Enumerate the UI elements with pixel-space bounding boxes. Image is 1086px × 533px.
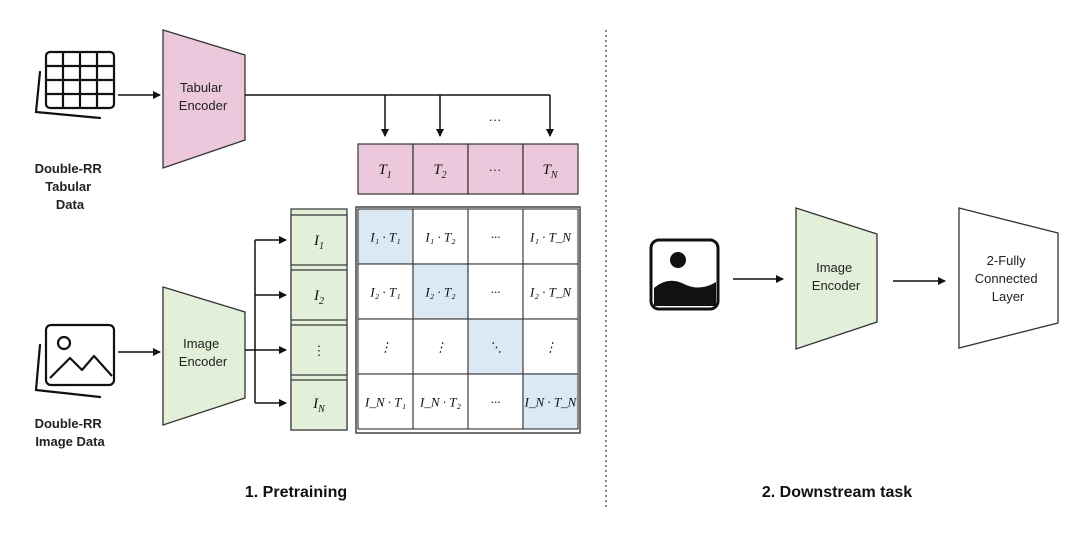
tabular-encoder-label-line: Tabular (180, 80, 223, 95)
matrix-cell-diagonal (522, 373, 579, 430)
matrix-cell-label: ··· (491, 230, 501, 245)
similarity-matrix: I₁ · T₁ I₁ · T₂ ··· I₁ · T_N I₂ · T₁ I₂ · T₂ ·… (355, 206, 581, 434)
matrix-cell-diagonal (467, 318, 524, 375)
tabular-encoder-label-line: Encoder (179, 98, 228, 113)
matrix-cell-label: I_N · T₂ (419, 395, 461, 410)
matrix-cell (412, 208, 469, 265)
image-embedding-column: I1 I2 ⋮ IN (290, 208, 348, 431)
matrix-cell-label: I_N · T₁ (364, 395, 406, 410)
text-embedding-row: T1 T2 ··· TN (357, 143, 579, 195)
image-encoder-label-line: Image (183, 336, 219, 351)
matrix-cell-label: ⋱ (489, 340, 502, 355)
matrix-cell-diagonal (357, 208, 414, 265)
image-output-bus (245, 236, 287, 407)
tabular-encoder (162, 29, 246, 169)
matrix-cell (522, 318, 579, 375)
image-data-label-line: Double-RR (35, 416, 103, 431)
top-ellipsis: ··· (489, 112, 502, 127)
text-embedding-label: ··· (489, 162, 502, 177)
matrix-cell (467, 208, 524, 265)
image-embedding-cell (290, 269, 348, 321)
tabular-encoder-label: Tabular Encoder (179, 80, 228, 113)
tabular-data-label: Double-RR Tabular Data (35, 161, 106, 212)
downstream-encoder-label-line: Image (816, 260, 852, 275)
image-embedding-label: IN (312, 396, 326, 415)
matrix-cell-label: I₁ · T_N (529, 230, 572, 245)
tabular-data-label-line: Double-RR (35, 161, 103, 176)
image-embedding-base: I (312, 396, 319, 412)
matrix-cell (467, 373, 524, 430)
text-embedding-cell (357, 143, 414, 195)
matrix-cell-label: ··· (491, 285, 501, 300)
image-embedding-label: ⋮ (313, 343, 326, 358)
image-embedding-cell (290, 379, 348, 431)
image-embedding-cell (290, 324, 348, 376)
text-embedding-base: T (433, 162, 443, 178)
image-data-label-line: Image Data (35, 434, 105, 449)
downstream-image-encoder (795, 207, 878, 350)
tabular-data-label-line: Data (56, 197, 85, 212)
image-embedding-label: I2 (313, 288, 324, 307)
text-embedding-cell (467, 143, 524, 195)
matrix-cell (522, 208, 579, 265)
image-embedding-sub: 2 (319, 296, 324, 307)
matrix-cell-label: I₂ · T_N (529, 285, 572, 300)
fc-layer-label-line: Layer (992, 289, 1025, 304)
matrix-cell-label: ⋮ (379, 340, 392, 355)
text-embedding-label: T1 (378, 162, 391, 181)
downstream-encoder-label: Image Encoder (812, 260, 861, 293)
text-embedding-sub: N (550, 170, 559, 181)
text-embedding-label: TN (542, 162, 558, 181)
image-data-label: Double-RR Image Data (35, 416, 106, 449)
image-encoder (162, 286, 246, 426)
downstream-title: 2. Downstream task (762, 484, 912, 501)
matrix-cell (467, 263, 524, 320)
matrix-cell-label: I₁ · T₁ (369, 230, 400, 245)
matrix-cell-label: I₂ · T₂ (424, 285, 456, 300)
fc-layer-label-line: 2-Fully (987, 253, 1027, 268)
text-embedding-base: T (542, 162, 552, 178)
image-encoder-label: Image Encoder (179, 336, 228, 369)
fc-layer-label: 2-Fully Connected Layer (975, 253, 1042, 304)
downstream-image-icon (649, 238, 720, 311)
tabular-output-bus (245, 94, 554, 137)
matrix-cell-label: ⋮ (434, 340, 447, 355)
pretraining-title: 1. Pretraining (245, 484, 347, 501)
matrix-cell-label: I_N · T_N (524, 395, 578, 410)
downstream-encoder-label-line: Encoder (812, 278, 861, 293)
fc-layer-label-line: Connected (975, 271, 1038, 286)
text-embedding-label: T2 (433, 162, 446, 181)
matrix-cell (357, 373, 414, 430)
matrix-cell-diagonal (412, 263, 469, 320)
text-embedding-cell (412, 143, 469, 195)
image-embedding-sub: 1 (319, 241, 324, 252)
matrix-cell-label: I₁ · T₂ (424, 230, 456, 245)
matrix-cell-label: ··· (491, 395, 501, 410)
image-embedding-label: I1 (313, 233, 324, 252)
matrix-cell (412, 318, 469, 375)
text-embedding-sub: 1 (387, 170, 392, 181)
matrix-frame (355, 206, 581, 434)
image-icon (34, 323, 116, 399)
image-embedding-sub: N (317, 404, 326, 415)
text-embedding-sub: 2 (442, 170, 447, 181)
image-embedding-base: I (313, 288, 320, 304)
matrix-cell-label: I₂ · T₁ (369, 285, 400, 300)
text-embedding-base: T (378, 162, 388, 178)
image-encoder-label-line: Encoder (179, 354, 228, 369)
image-embedding-cell (290, 214, 348, 266)
matrix-cell (357, 263, 414, 320)
matrix-cell-label: ⋮ (544, 340, 557, 355)
image-embedding-base: I (313, 233, 320, 249)
tabular-data-label-line: Tabular (45, 179, 91, 194)
text-embedding-cell (522, 143, 579, 195)
table-icon (34, 50, 116, 120)
matrix-cell (412, 373, 469, 430)
fully-connected-layer (958, 207, 1059, 349)
